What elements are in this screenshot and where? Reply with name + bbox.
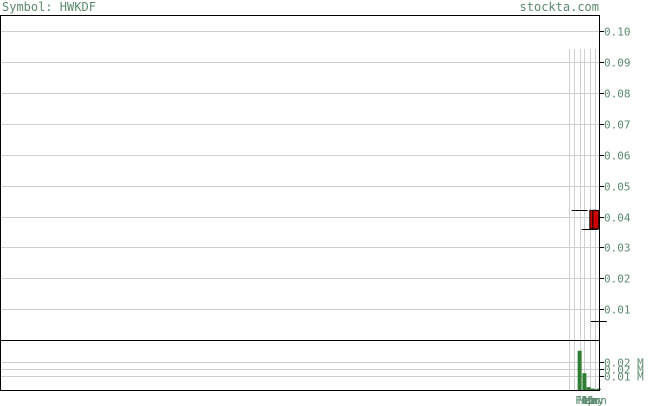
price-tick-label: 0.04 — [604, 212, 631, 225]
price-tick-label: 0.08 — [604, 88, 631, 101]
price-tick-label: 0.07 — [604, 119, 631, 132]
x-tick-label: Mar — [578, 394, 598, 406]
x-tick-label: Apr — [581, 394, 601, 406]
price-grid — [1, 31, 604, 310]
x-tick-label: Feb — [575, 394, 595, 406]
volume-tick-label: 0.02 M — [604, 357, 644, 370]
site-label: stockta.com — [520, 0, 599, 14]
volume-series — [577, 350, 601, 390]
volume-bar — [593, 389, 598, 390]
volume-bar — [586, 387, 591, 390]
volume-bar — [577, 350, 582, 390]
price-tick-label: 0.10 — [604, 26, 631, 39]
volume-panel-frame — [0, 340, 600, 391]
price-tick-label: 0.09 — [604, 57, 631, 70]
price-series — [571, 209, 607, 322]
x-tick-label: May — [584, 394, 604, 406]
volume-bar — [582, 373, 587, 390]
candle — [592, 209, 600, 230]
price-tick-label: 0.06 — [604, 150, 631, 163]
volume-tick-labels: 0.02 M0.02 M0.01 M — [604, 357, 644, 384]
price-tick-label: 0.03 — [604, 242, 631, 255]
price-tick-label: 0.02 — [604, 273, 631, 286]
volume-bar — [590, 388, 595, 390]
x-tick-label: Jun — [587, 394, 607, 406]
price-tick-label: 0.01 — [604, 304, 631, 317]
volume-tick-label: 0.02 M — [604, 364, 644, 377]
volume-grid — [1, 362, 604, 377]
price-tick-label: 0.05 — [604, 181, 631, 194]
price-tick-labels: 0.10 0.09 0.08 0.07 0.06 0.05 0.04 0.03 0.02 0.01 — [604, 26, 631, 317]
volume-tick-label: 0.01 M — [604, 371, 644, 384]
price-panel-frame — [0, 15, 600, 341]
volume-bar — [596, 388, 601, 390]
symbol-label: Symbol: HWKDF — [2, 0, 96, 14]
